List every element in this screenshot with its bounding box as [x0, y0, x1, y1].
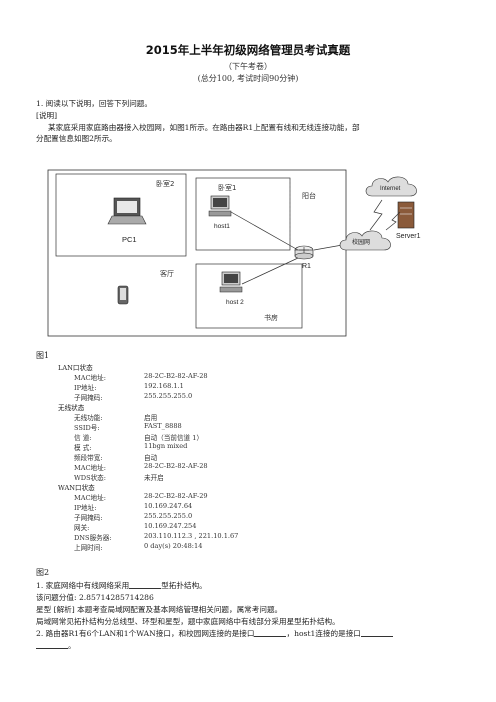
host2-computer-icon	[219, 271, 243, 293]
status-value: 未开启	[144, 474, 164, 482]
internet-cloud-icon	[365, 176, 417, 197]
status-key: SSID号:	[74, 424, 100, 432]
question-intro: 1. 阅读以下说明，回答下列问题。	[36, 99, 152, 108]
server-icon	[397, 201, 415, 229]
study-room	[195, 263, 303, 329]
status-key: MAC地址:	[74, 374, 106, 382]
status-value: 255.255.255.0	[144, 512, 193, 520]
phone-icon	[117, 285, 129, 305]
status-key: 上网时间:	[74, 544, 103, 552]
laptop-icon	[107, 197, 147, 225]
status-value: 28-2C-B2-82-AF-28	[144, 462, 208, 470]
campus-cloud-icon	[339, 230, 391, 251]
subquestion-1: 1. 家庭网络中有线网络采用型拓扑结构。	[36, 581, 207, 590]
answer-blank	[254, 629, 287, 637]
subquestion-2: 2. 路由器R1有6个LAN和1个WAN接口，和校园网连接的是接口，host1连…	[36, 628, 393, 639]
status-value: 192.168.1.1	[144, 382, 184, 390]
host1-computer-icon	[208, 195, 232, 217]
status-value: 10.169.247.64	[144, 502, 193, 510]
status-key: 信 道:	[74, 434, 92, 442]
score-line: 该问题分值: 2.85714285714286	[36, 593, 154, 602]
campus-label: 校园网	[352, 238, 370, 246]
explanation-line: 局域网常见拓扑结构分总线型、环型和星型，题中家庭网络中有线部分采用星型拓扑结构。	[36, 617, 340, 626]
status-key: 子网掩码:	[74, 514, 103, 522]
host1-label: host1	[214, 223, 230, 230]
figure2-caption: 图2	[36, 568, 50, 577]
question-description: 某家庭采用家庭路由器接入校园网，如图1所示。在路由器R1上配置有线和无线连接功能…	[36, 122, 464, 144]
status-section-header: 无线状态	[58, 404, 85, 412]
page-subtitle: （下午考卷）	[224, 62, 272, 71]
status-key: 子网掩码:	[74, 394, 103, 402]
status-value: 自动	[144, 454, 158, 462]
answer-blank	[129, 581, 162, 589]
subquestion-2-end: 。	[36, 640, 76, 651]
router-label: R1	[302, 263, 311, 270]
status-key: 频段带宽:	[74, 454, 103, 462]
router-icon	[294, 245, 314, 260]
page-title: 2015年上半年初级网络管理员考试真题	[145, 43, 351, 57]
pc1-label: PC1	[122, 235, 137, 244]
description-line-2: 分配置信息如图2所示。	[36, 134, 117, 143]
status-value: FAST_8888	[144, 422, 182, 430]
server-label: Server1	[396, 233, 421, 240]
internet-label: Internet	[380, 186, 401, 192]
answer-blank	[360, 629, 393, 637]
status-value: 203.110.112.3 , 221.10.1.67	[144, 532, 239, 540]
status-value: 28-2C-B2-82-AF-28	[144, 372, 208, 380]
status-value: 11bgn mixed	[144, 442, 188, 450]
status-key: 模 式:	[74, 444, 92, 452]
answer-line: 星型 [解析] 本题考查局域网配置及基本网络管理相关问题，属常考问题。	[36, 605, 283, 614]
status-key: WDS状态:	[74, 474, 106, 482]
status-value: 自动（当前信道 1）	[144, 434, 204, 442]
room-bedroom1: 卧室1	[218, 183, 236, 192]
status-key: MAC地址:	[74, 494, 106, 502]
room-study: 书房	[264, 313, 278, 322]
status-key: DNS服务器:	[74, 534, 112, 542]
exam-meta: (总分100, 考试时间90分钟)	[197, 74, 299, 83]
status-key: IP地址:	[74, 504, 97, 512]
figure1-caption: 图1	[36, 351, 50, 360]
status-value: 0 day(s) 20:48:14	[144, 542, 203, 550]
status-key: MAC地址:	[74, 464, 106, 472]
section-label: [说明]	[36, 111, 58, 120]
room-living: 客厅	[160, 269, 174, 278]
status-key: 无线功能:	[74, 414, 103, 422]
status-key: 网关:	[74, 524, 90, 532]
status-value: 255.255.255.0	[144, 392, 193, 400]
status-value: 28-2C-B2-82-AF-29	[144, 492, 208, 500]
status-value: 10.169.247.254	[144, 522, 197, 530]
status-section-header: WAN口状态	[58, 484, 95, 492]
answer-blank	[36, 641, 68, 649]
status-section-header: LAN口状态	[58, 364, 93, 372]
room-bedroom2: 卧室2	[156, 179, 174, 188]
network-diagram: PC1 host1 host 2 R1	[47, 169, 421, 337]
room-balcony: 阳台	[302, 191, 316, 200]
status-key: IP地址:	[74, 384, 97, 392]
host2-label: host 2	[226, 299, 244, 306]
description-line-1: 某家庭采用家庭路由器接入校园网，如图1所示。在路由器R1上配置有线和无线连接功能…	[48, 123, 360, 132]
status-value: 启用	[144, 414, 158, 422]
